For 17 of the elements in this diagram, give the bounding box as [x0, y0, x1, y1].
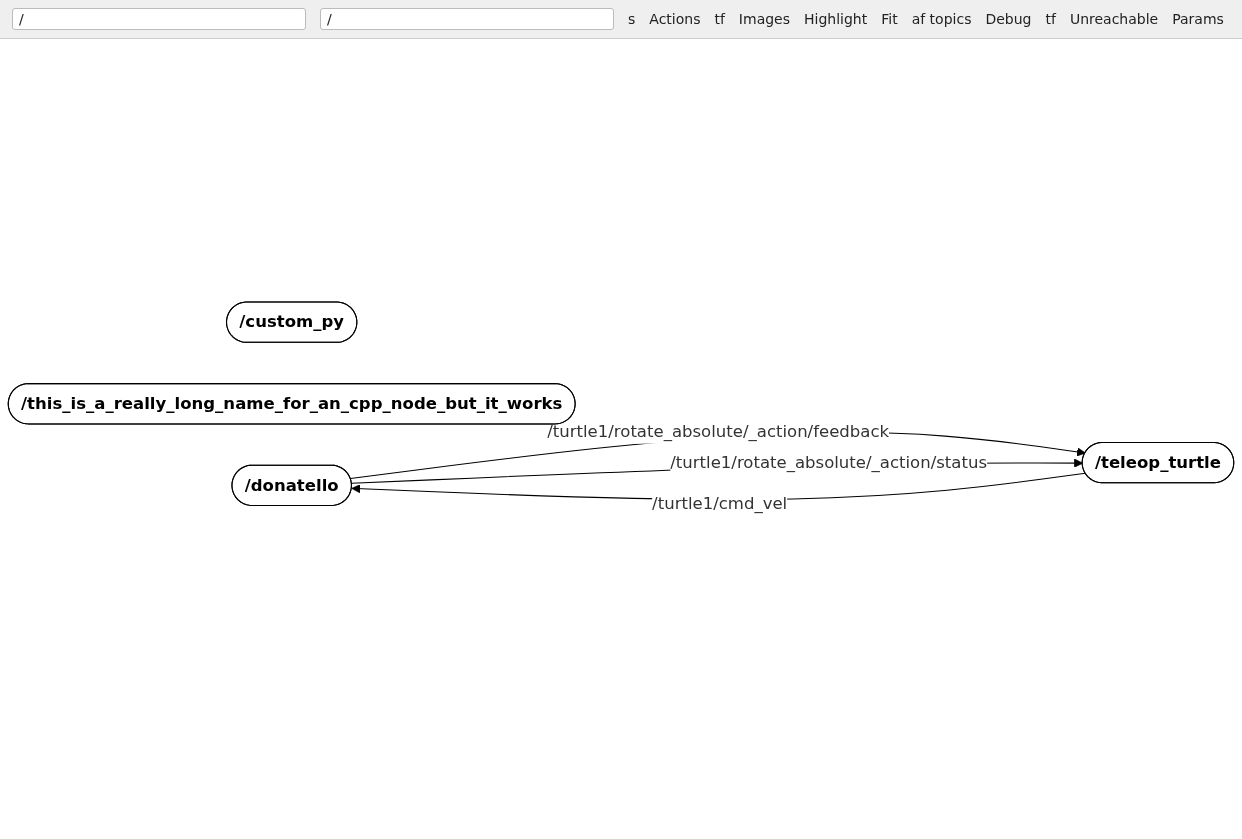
- option-label: af topics: [911, 10, 972, 29]
- option-label: tf: [714, 10, 725, 29]
- option-label: tf: [1045, 10, 1056, 29]
- option-label: Fit: [881, 10, 898, 29]
- option-label: Actions: [649, 10, 701, 29]
- option-label: Highlight: [804, 10, 868, 29]
- edge-label: /turtle1/rotate_absolute/_action/feedback: [547, 421, 890, 441]
- filter-field: /: [12, 8, 306, 30]
- option-label: Unreachable: [1069, 10, 1159, 29]
- arrow: [350, 431, 1086, 479]
- option-label: Images: [738, 10, 790, 29]
- option-label: Debug: [985, 10, 1032, 29]
- option-label: s: [628, 10, 636, 29]
- edge-label: /turtle1/cmd_vel: [652, 493, 788, 513]
- option-label: Params: [1172, 10, 1224, 29]
- edge-label: /turtle1/rotate_absolute/_action/status: [670, 452, 988, 472]
- filter-field: /: [320, 8, 614, 30]
